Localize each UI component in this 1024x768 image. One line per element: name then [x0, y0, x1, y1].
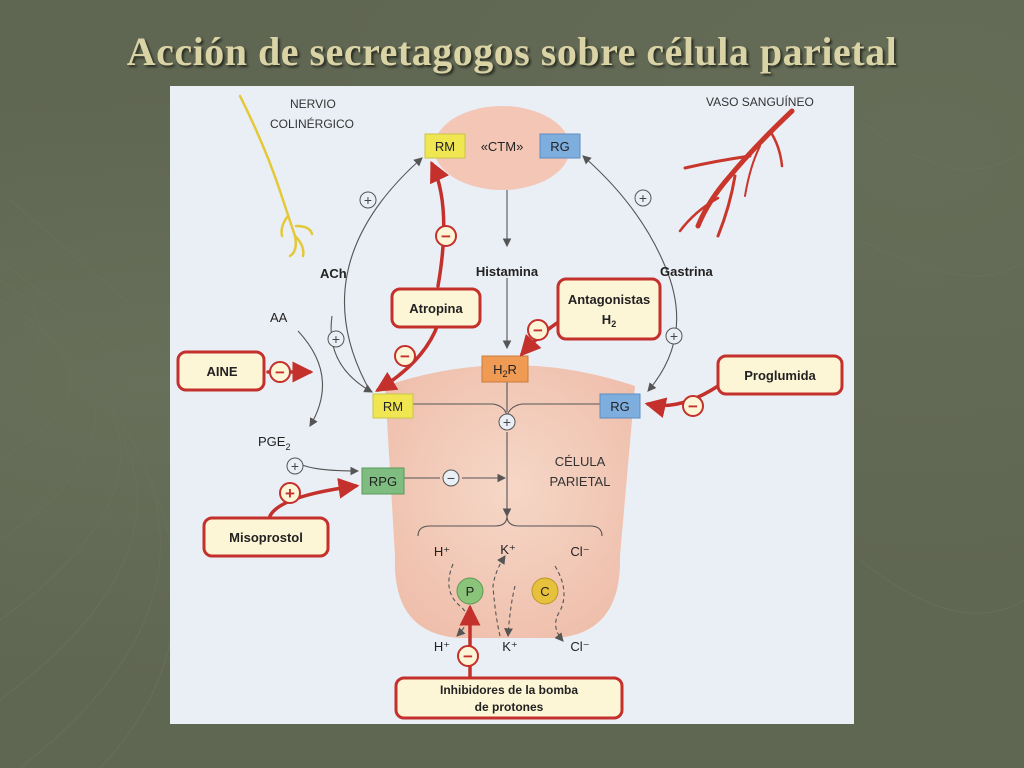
cell-label-line1: CÉLULA: [555, 454, 606, 469]
aa-label: AA: [270, 310, 288, 325]
minus-atropina-ctm: −: [441, 227, 451, 246]
cell-rg-receptor: [599, 393, 641, 419]
misoprostol-label: Misoprostol: [229, 530, 303, 545]
ibp-label-line1: Inhibidores de la bomba: [440, 683, 578, 697]
minus-antagonistas: −: [533, 321, 543, 340]
proglumida-label: Proglumida: [744, 368, 816, 383]
plus-sign-pge2: +: [291, 458, 299, 474]
ach-label: ACh: [320, 266, 347, 281]
ctm-rm-label: RM: [435, 139, 455, 154]
antagonistas-label-line2: H2: [602, 312, 616, 329]
vessel-label: VASO SANGUÍNEO: [706, 94, 814, 109]
ctm-rm-receptor: [424, 133, 466, 159]
rpg-label: RPG: [369, 474, 397, 489]
drug-effect-markers: [269, 225, 704, 667]
h-ion-inside: H⁺: [434, 544, 450, 559]
plus-markers: [286, 189, 683, 475]
chloride-channel-label: C: [540, 584, 549, 599]
nerve-label-line2: COLINÉRGICO: [270, 116, 354, 131]
h2r-receptor: [481, 355, 529, 383]
aa-to-pge2-arrow: [297, 330, 323, 427]
slide-title: Acción de secretagogos sobre célula pari…: [126, 29, 898, 74]
parietal-cell-body: [385, 365, 635, 638]
cell-rm-receptor: [372, 393, 414, 419]
atropina-label: Atropina: [409, 301, 463, 316]
plus-sign-ach-bottom: +: [332, 331, 340, 347]
plus-sign-gastrin-bottom: +: [670, 328, 678, 344]
cl-ion-outside: Cl⁻: [570, 639, 589, 654]
k-down-arrow: [504, 585, 516, 638]
ach-to-cell-rm-arrow: [330, 315, 373, 393]
misoprostol-box: [202, 516, 330, 558]
blood-vessel-icon: [678, 108, 795, 238]
secretagogue-diagram: NERVIO COLINÉRGICO VASO SANGUÍNEO RM «CT…: [170, 86, 854, 724]
minus-sign-rpg: −: [447, 470, 455, 486]
cell-label-line2: PARIETAL: [550, 474, 611, 489]
plus-misoprostol: +: [285, 484, 295, 503]
gastrin-to-ctm-arrow: [582, 155, 666, 267]
proton-pump: [456, 577, 484, 605]
pge2-label: PGE2: [258, 434, 290, 452]
atropina-to-ctm-arrow: [430, 160, 449, 288]
atropina-box: [390, 287, 482, 329]
cl-out-arrow: [554, 565, 565, 642]
ibp-box: [394, 676, 624, 720]
minus-proglumida: −: [688, 397, 698, 416]
h2r-label: H2R: [493, 362, 517, 379]
chloride-channel: [531, 577, 559, 605]
ctm-rg-label: RG: [550, 139, 570, 154]
plus-sign-gastrin-top: +: [639, 190, 647, 206]
k-ion-outside: K⁺: [502, 639, 518, 654]
cl-ion-inside: Cl⁻: [570, 544, 589, 559]
ibp-label-line2: de protones: [475, 700, 544, 714]
ctm-label: «CTM»: [481, 139, 524, 154]
minus-aine: −: [275, 363, 285, 382]
minus-ibp: −: [463, 647, 473, 666]
rpg-receptor: [361, 467, 405, 495]
proglumida-arrow: [644, 384, 720, 418]
atropina-to-cell-rm-arrow: [375, 322, 440, 392]
ctm-rg-receptor: [539, 133, 581, 159]
h-ion-outside: H⁺: [434, 639, 450, 654]
antagonistas-label-line1: Antagonistas: [568, 292, 650, 307]
nerve-label-line1: NERVIO: [290, 97, 336, 111]
plus-sign-ach-top: +: [364, 192, 372, 208]
aine-label: AINE: [206, 364, 237, 379]
ach-to-ctm-arrow: [343, 157, 423, 392]
gastrin-label: Gastrina: [660, 264, 714, 279]
cell-rg-label: RG: [610, 399, 630, 414]
cholinergic-nerve-icon: [238, 94, 314, 258]
proglumida-box: [716, 354, 844, 396]
minus-marker-rpg: [442, 469, 460, 487]
aine-box: [176, 350, 266, 392]
plus-sign-convergence: +: [503, 414, 511, 430]
minus-atropina-cell: −: [400, 347, 410, 366]
ctm-cell: [434, 106, 570, 190]
effector-bracket: [417, 515, 603, 537]
cell-rm-label: RM: [383, 399, 403, 414]
antagonistas-box: [556, 277, 662, 341]
histamine-label: Histamina: [476, 264, 539, 279]
k-in-arrow: [492, 555, 506, 637]
proton-pump-label: P: [466, 584, 475, 599]
k-ion-inside: K⁺: [500, 542, 516, 557]
